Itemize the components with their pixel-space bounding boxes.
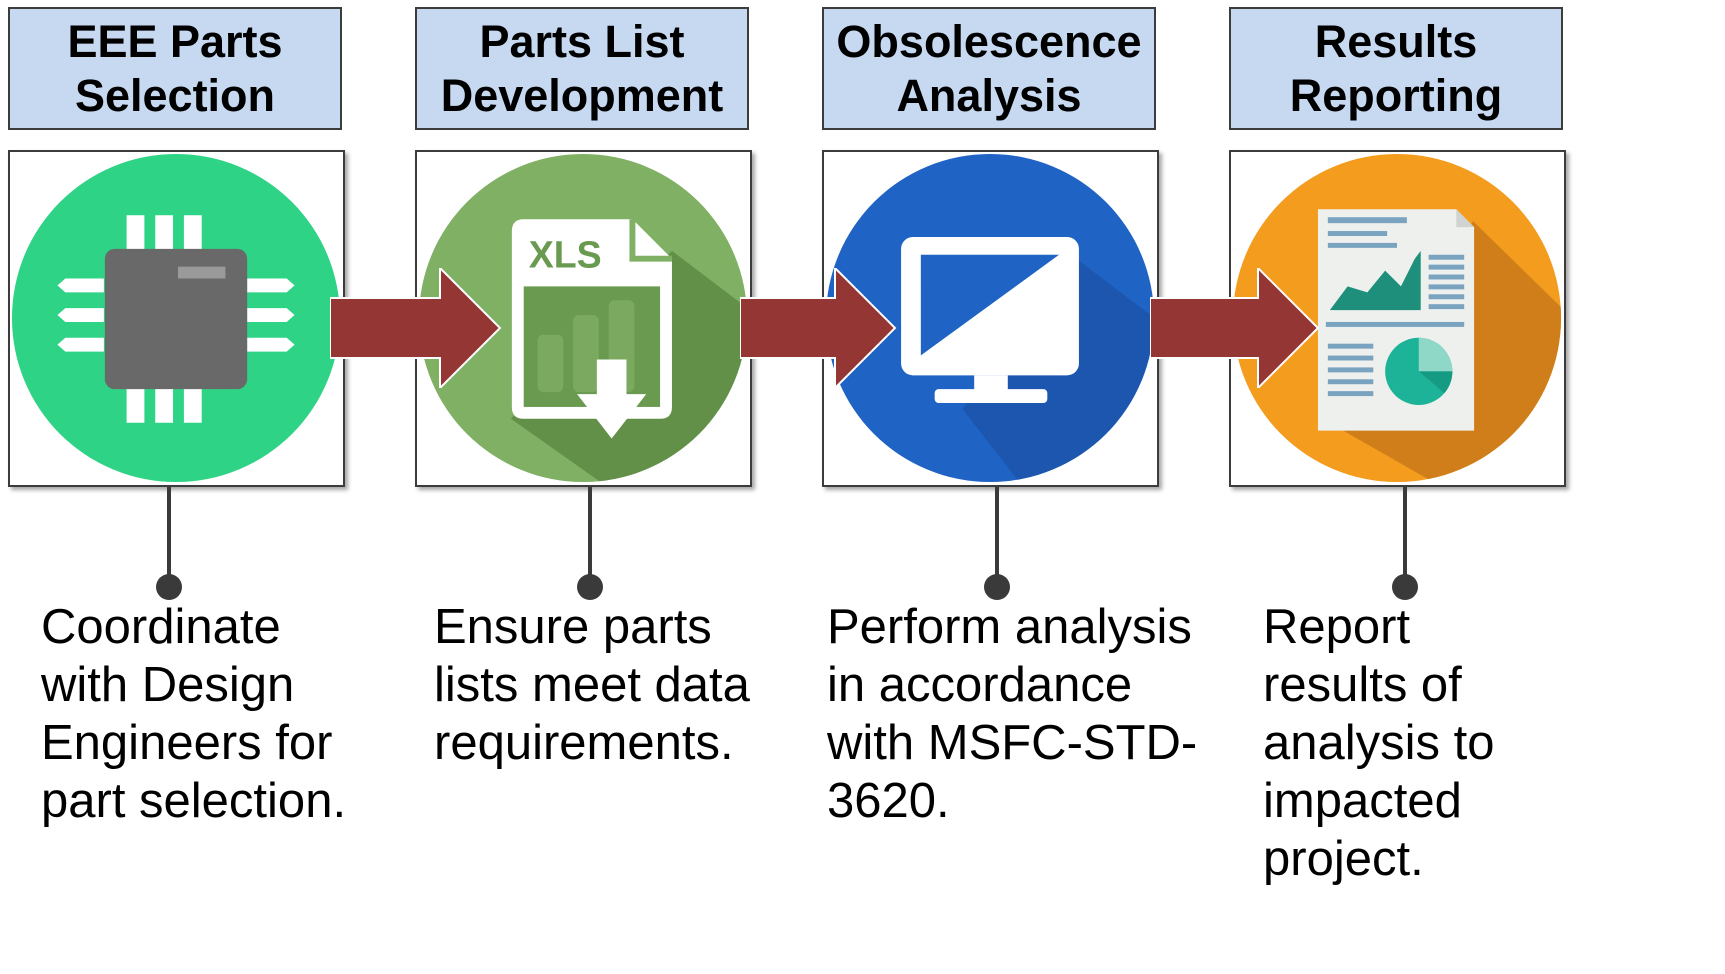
monitor-icon (901, 236, 1079, 403)
arrow-1-to-2 (330, 268, 502, 388)
step-3-image (822, 150, 1159, 487)
step-4-image (1229, 150, 1566, 487)
step-4-connector-dot (1392, 574, 1418, 600)
step-3-connector (995, 487, 999, 587)
step-2-description: Ensure parts lists meet data requirement… (434, 600, 750, 770)
step-1-image (8, 150, 345, 487)
report-document-icon (1317, 209, 1475, 431)
arrow-2-to-3 (740, 268, 897, 388)
step-1-connector-dot (156, 574, 182, 600)
step-3-connector-dot (984, 574, 1010, 600)
step-1-description: Coordinate with Design Engineers for par… (41, 600, 347, 828)
step-3-description: Perform analysis in accordance with MSFC… (827, 600, 1198, 828)
arrow-3-to-4 (1150, 268, 1320, 388)
xls-spreadsheet-icon: XLS (511, 219, 672, 439)
step-2-connector (588, 487, 592, 587)
step-1-connector (167, 487, 171, 587)
step-2-connector-dot (577, 574, 603, 600)
microchip-icon (11, 153, 341, 483)
step-4-description: Report results of analysis to impacted p… (1263, 600, 1495, 886)
step-4-connector (1403, 487, 1407, 587)
xls-label: XLS (529, 234, 602, 276)
